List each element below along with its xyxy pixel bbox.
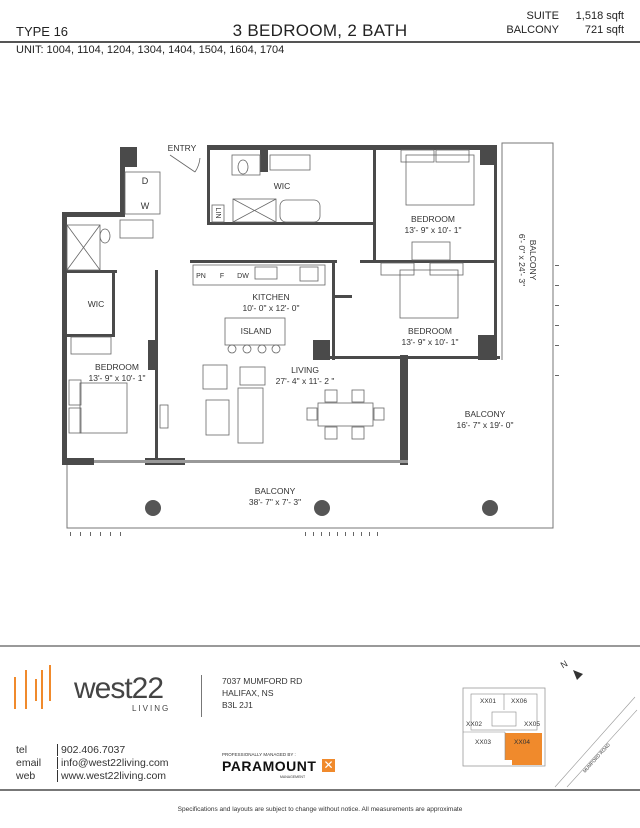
disclaimer: Specifications and layouts are subject t… bbox=[177, 806, 463, 813]
label-balcony-corner-dim: 16'- 7" x 19'- 0" bbox=[456, 420, 513, 430]
address-line: HALIFAX, NS bbox=[222, 688, 274, 698]
north-label: N bbox=[559, 660, 570, 670]
road-label: MUMFORD ROAD bbox=[582, 742, 611, 774]
suite-type: TYPE 16 bbox=[16, 24, 69, 39]
floor-plan: ENTRY D W LIN WIC WIC PN F DW KITCHEN 10… bbox=[62, 142, 559, 536]
paramount-logo: PARAMOUNT bbox=[222, 758, 317, 774]
phone-link[interactable]: 902.406.7037 bbox=[57, 744, 125, 756]
contact-label: tel bbox=[16, 744, 28, 756]
label-balcony-side: BALCONY bbox=[528, 240, 538, 281]
highlighted-unit bbox=[505, 733, 542, 765]
label-entry: ENTRY bbox=[168, 143, 197, 153]
suite-label: SUITE bbox=[526, 10, 559, 22]
header-divider bbox=[0, 41, 640, 43]
label-living-dim: 27'- 4" x 11'- 2 " bbox=[276, 376, 335, 386]
logo-wordmark: west22 bbox=[74, 672, 164, 705]
paramount-sub: MANAGEMENT bbox=[280, 775, 306, 779]
balcony-outline bbox=[66, 142, 554, 529]
address-line: 7037 MUMFORD RD bbox=[222, 676, 303, 686]
column bbox=[145, 500, 161, 516]
logo-divider bbox=[201, 675, 202, 717]
balcony-area-value: 721 sqft bbox=[584, 24, 624, 36]
label-bedroom-right-dim: 13'- 9" x 10'- 1" bbox=[401, 337, 458, 347]
contact-label: web bbox=[16, 770, 36, 782]
keyplan-unit: XX06 bbox=[511, 698, 527, 705]
label-dryer: D bbox=[142, 176, 149, 186]
label-pantry: PN bbox=[196, 273, 206, 280]
label-bedroom-right: BEDROOM bbox=[408, 326, 452, 336]
balcony-area: BALCONY 721 sqft bbox=[506, 24, 624, 36]
keyplan-unit: XX03 bbox=[475, 739, 491, 746]
label-washer: W bbox=[141, 201, 150, 211]
label-bedroom-left: BEDROOM bbox=[95, 362, 139, 372]
unit-list: UNIT: 1004, 1104, 1204, 1304, 1404, 1504… bbox=[16, 44, 285, 56]
label-balcony-side-dim: 6'- 0" x 24'- 3" bbox=[517, 234, 527, 286]
label-balcony-bottom: BALCONY bbox=[255, 486, 296, 496]
email-link[interactable]: info@west22living.com bbox=[57, 757, 169, 769]
label-bedroom-top: BEDROOM bbox=[411, 214, 455, 224]
suite-area: SUITE 1,518 sqft bbox=[527, 10, 624, 22]
address-line: B3L 2J1 bbox=[222, 700, 253, 710]
west22-logo-bars bbox=[14, 665, 51, 709]
key-plan: XX01 XX06 XX02 XX05 XX03 XX04 MUMFORD RO… bbox=[462, 660, 638, 788]
keyplan-unit: XX05 bbox=[524, 721, 540, 728]
contact-label: email bbox=[16, 757, 42, 769]
keyplan-unit: XX04 bbox=[514, 739, 530, 746]
label-wic-main: WIC bbox=[274, 181, 291, 191]
label-balcony-corner: BALCONY bbox=[465, 409, 506, 419]
label-bedroom-top-dim: 13'- 9" x 10'- 1" bbox=[404, 225, 461, 235]
logo-subtitle: LIVING bbox=[132, 704, 171, 713]
north-arrow-icon bbox=[573, 670, 583, 680]
suite-area-value: 1,518 sqft bbox=[575, 10, 624, 22]
page-title: 3 BEDROOM, 2 BATH bbox=[232, 21, 408, 40]
label-kitchen-dim: 10'- 0" x 12'- 0" bbox=[242, 303, 299, 313]
balcony-railing-ticks bbox=[70, 265, 559, 536]
website-link[interactable]: www.west22living.com bbox=[57, 770, 166, 782]
walls bbox=[62, 145, 500, 465]
paramount-x-icon: ✕ bbox=[322, 758, 335, 772]
label-living: LIVING bbox=[291, 365, 319, 375]
keyplan-unit: XX01 bbox=[480, 698, 496, 705]
label-balcony-bottom-dim: 38'- 7" x 7'- 3" bbox=[249, 497, 301, 507]
managed-by-label: PROFESSIONALLY MANAGED BY : bbox=[222, 752, 296, 757]
label-kitchen: KITCHEN bbox=[252, 292, 289, 302]
column bbox=[314, 500, 330, 516]
label-fridge: F bbox=[220, 273, 224, 280]
footer-bottom-divider bbox=[0, 789, 640, 791]
label-wic-left: WIC bbox=[88, 299, 105, 309]
label-bedroom-left-dim: 13'- 9" x 10'- 1" bbox=[88, 373, 145, 383]
fixtures bbox=[66, 149, 475, 444]
label-linen: LIN bbox=[214, 208, 221, 219]
column bbox=[482, 500, 498, 516]
label-dishwasher: DW bbox=[237, 273, 249, 280]
keyplan-unit: XX02 bbox=[466, 721, 482, 728]
balcony-label: BALCONY bbox=[506, 24, 559, 36]
footer-divider bbox=[0, 645, 640, 647]
label-island: ISLAND bbox=[241, 326, 272, 336]
